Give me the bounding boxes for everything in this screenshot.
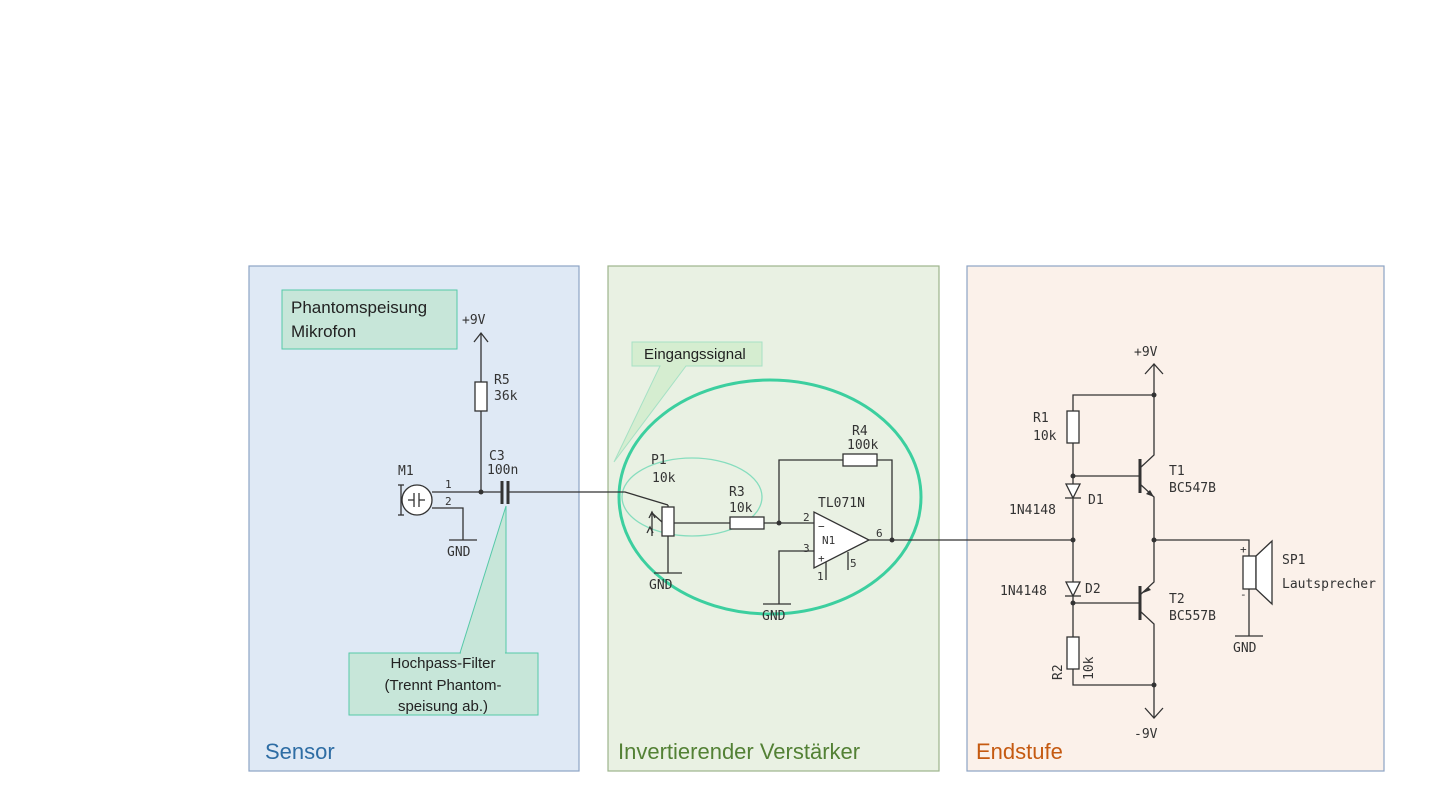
highpass-callout-line3: speisung ab.)	[398, 698, 488, 715]
p1-ref: P1	[651, 453, 667, 468]
t2-ref: T2	[1169, 592, 1185, 607]
r3-ref: R3	[729, 485, 745, 500]
input-highlight-ellipse	[621, 457, 763, 537]
sp1-minus: -	[1240, 588, 1247, 601]
m1-ref: M1	[398, 464, 414, 479]
r5-supply-label: +9V	[462, 313, 486, 328]
opamp-pin1: 1	[817, 570, 824, 583]
power-stage-section-title: Endstufe	[976, 739, 1063, 764]
m1-gnd-label: GND	[447, 545, 471, 560]
c3-ref: C3	[489, 449, 505, 464]
potentiometer-p1: P1 10k	[646, 453, 682, 574]
t2-value: BC557B	[1169, 609, 1216, 624]
r2-value: 10k	[1082, 656, 1097, 680]
r2-ref: R2	[1051, 664, 1066, 680]
transistor-t2: T2 BC557B	[1073, 540, 1216, 685]
t1-value: BC547B	[1169, 481, 1216, 496]
resistor-r3	[729, 516, 765, 530]
opamp-plus: +	[818, 552, 825, 565]
amplifier-highlight-ellipse	[617, 378, 923, 616]
p1-gnd-label: GND	[649, 578, 673, 593]
resistor-r4	[842, 453, 878, 467]
d1-ref: D1	[1088, 493, 1104, 508]
r1-ref: R1	[1033, 411, 1049, 426]
phantom-power-callout: Phantomspeisung Mikrofon	[281, 289, 458, 350]
transistor-t1: T1 BC547B	[1073, 395, 1216, 540]
opamp-minus: −	[818, 520, 825, 533]
r3-value: 10k	[729, 501, 753, 516]
d1-value: 1N4148	[1009, 503, 1056, 518]
c3-value: 100n	[487, 463, 518, 478]
r4-value: 100k	[847, 438, 878, 453]
resistor-r1	[1066, 410, 1080, 444]
speaker-sp1: + - SP1 Lautsprecher	[1240, 539, 1376, 606]
d2-ref: D2	[1085, 582, 1101, 597]
opamp-tl071n: TL071N N1 2 3 6 1 5 + −	[763, 496, 892, 605]
opamp-pin2: 2	[803, 511, 810, 524]
power-stage-section	[966, 265, 1385, 772]
input-signal-callout: Eingangssignal	[613, 341, 763, 463]
opamp-ref: N1	[822, 534, 835, 547]
opamp-pin5: 5	[850, 557, 857, 570]
sp1-gnd-label: GND	[1233, 641, 1257, 656]
input-signal-callout-text: Eingangssignal	[644, 346, 746, 363]
sp1-ref: SP1	[1282, 553, 1305, 568]
d2-value: 1N4148	[1000, 584, 1047, 599]
highpass-callout: Hochpass-Filter (Trennt Phantom- speisun…	[348, 505, 539, 716]
r5-value: 36k	[494, 389, 518, 404]
sp1-plus: +	[1240, 543, 1247, 556]
resistor-r2	[1066, 636, 1080, 670]
sensor-section-title: Sensor	[265, 739, 335, 764]
opamp-gnd-label: GND	[762, 609, 786, 624]
amplifier-section-title: Invertierender Verstärker	[618, 739, 860, 764]
opamp-pin3: 3	[803, 542, 810, 555]
highpass-callout-line2: (Trennt Phantom-	[385, 677, 502, 694]
phantom-callout-line1: Phantomspeisung	[291, 298, 427, 317]
opamp-type: TL071N	[818, 496, 865, 511]
phantom-callout-line2: Mikrofon	[291, 322, 356, 341]
p1-value: 10k	[652, 471, 676, 486]
neg-supply-label: -9V	[1134, 727, 1158, 742]
highpass-callout-line1: Hochpass-Filter	[390, 655, 495, 672]
sp1-value: Lautsprecher	[1282, 577, 1376, 592]
opamp-pin6: 6	[876, 527, 883, 540]
m1-pin2: 2	[445, 495, 452, 508]
microphone-m1: M1 1 2	[398, 464, 452, 516]
r4-ref: R4	[852, 424, 868, 439]
m1-pin1: 1	[445, 478, 452, 491]
resistor-r5	[474, 381, 488, 412]
r5-ref: R5	[494, 373, 510, 388]
pos-supply-label: +9V	[1134, 345, 1158, 360]
t1-ref: T1	[1169, 464, 1185, 479]
r1-value: 10k	[1033, 429, 1057, 444]
